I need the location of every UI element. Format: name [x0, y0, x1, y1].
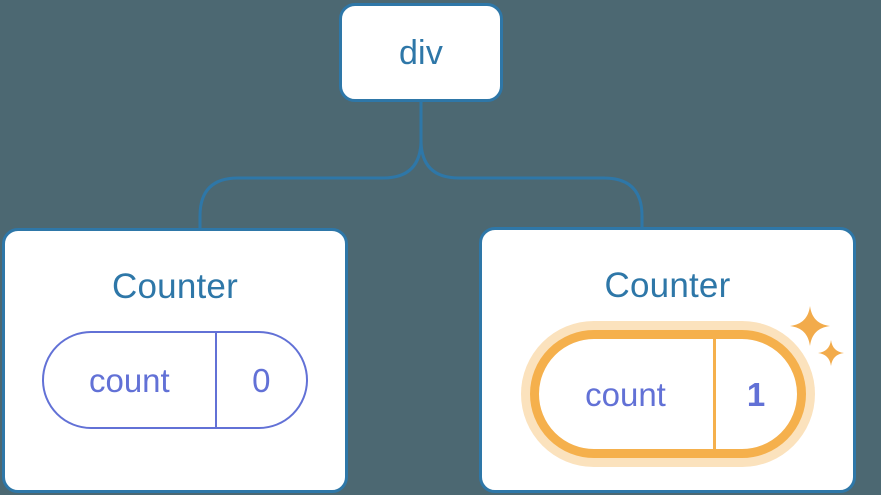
- node-counter-right-label: Counter: [604, 266, 731, 305]
- state-key-right: count: [585, 375, 666, 413]
- node-counter-left[interactable]: Counter count 0: [2, 228, 348, 493]
- connector-to-left-child: [198, 100, 423, 230]
- connector-to-right-child: [419, 100, 644, 230]
- state-pill-left[interactable]: count 0: [42, 331, 308, 429]
- sparkle-small-icon: [817, 340, 844, 366]
- state-pill-divider-left: [214, 333, 217, 427]
- state-value-left: 0: [252, 361, 271, 399]
- state-key-left: count: [88, 361, 170, 399]
- node-div[interactable]: div: [339, 3, 503, 102]
- state-pill-divider-right: [712, 339, 716, 449]
- state-pill-wrap-right: count 1: [529, 306, 844, 458]
- state-pill-right[interactable]: count 1: [529, 330, 806, 458]
- node-div-label: div: [398, 33, 444, 72]
- node-counter-left-label: Counter: [112, 267, 238, 306]
- state-value-right: 1: [746, 375, 766, 413]
- state-pill-wrap-left: count 0: [42, 331, 308, 429]
- node-counter-right[interactable]: Counter count 1: [479, 227, 856, 493]
